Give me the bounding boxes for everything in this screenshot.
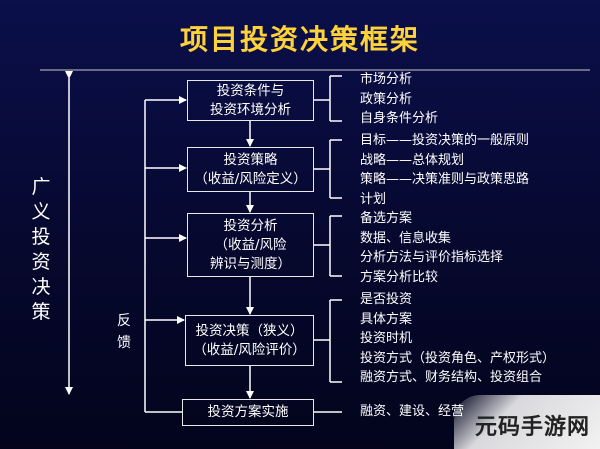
diagram-title: 项目投资决策框架 <box>179 23 420 56</box>
bracket-2 <box>314 139 342 199</box>
feedback-label: 反 馈 <box>117 313 131 351</box>
box-conditions-analysis: 投资条件与 投资环境分析 <box>187 80 314 121</box>
notes-group-3: 备选方案 数据、信息收集 分析方法与评价指标选择 方案分析比较 <box>360 211 504 285</box>
side-label: 广 义 投 资 决 策 <box>31 176 51 323</box>
notes-group-5: 融资、建设、经营 <box>360 404 465 419</box>
notes-group-4: 是否投资 具体方案 投资时机 投资方式（投资角色、产权形式） 融资方式、财务结构… <box>360 292 556 385</box>
notes-group-1: 市场分析 政策分析 自身条件分析 <box>360 72 439 126</box>
box-investment-analysis: 投资分析 （收益/风险 辨识与测度） <box>187 213 314 277</box>
bracket-3 <box>314 215 342 277</box>
box-implementation: 投资方案实施 <box>182 399 314 426</box>
watermark-text: 元码手游网 <box>474 415 590 440</box>
bracket-1 <box>314 75 342 122</box>
notes-group-2: 目标——投资决策的一般原则 战略——总体规划 策略——决策准则与政策思路 计划 <box>360 133 530 207</box>
box-investment-strategy: 投资策略 （收益/风险定义） <box>187 147 314 192</box>
bracket-4 <box>314 299 342 383</box>
box-investment-decision: 投资决策（狭义） （收益/风险评价） <box>185 315 314 366</box>
watermark-badge <box>454 395 600 449</box>
